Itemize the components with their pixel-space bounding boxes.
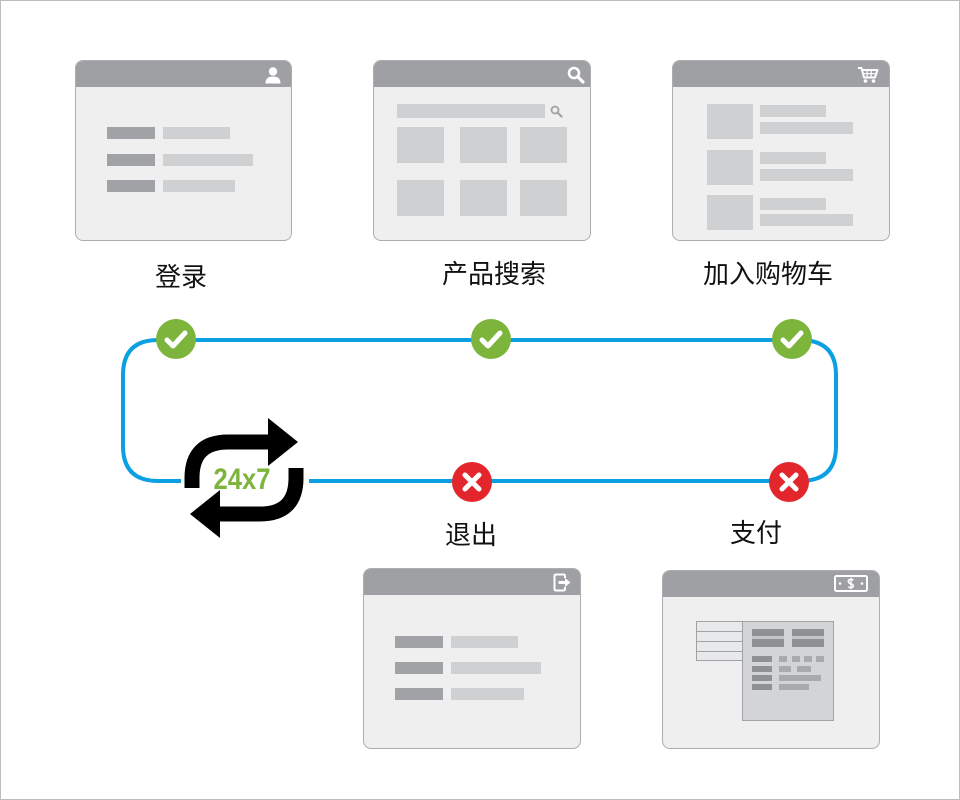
placeholder-card-block — [752, 629, 784, 647]
placeholder-cart-item-detail — [760, 169, 853, 181]
step-label-logout: 退出 — [444, 520, 497, 550]
add-to-cart-window-card — [672, 60, 890, 241]
payment-window-titlebar — [663, 571, 879, 597]
placeholder-form-label — [752, 666, 772, 672]
placeholder-cart-item-detail — [760, 214, 853, 226]
logout-icon — [553, 573, 571, 592]
check-icon — [479, 330, 503, 349]
step-label-payment: 支付 — [729, 518, 782, 548]
placeholder-field-label — [395, 636, 443, 648]
placeholder-product-tile — [397, 127, 444, 163]
step-marker-add-to-cart — [772, 319, 812, 359]
placeholder-cart-item-title — [760, 198, 826, 210]
payment-window-card — [662, 570, 880, 749]
login-window-card — [75, 60, 292, 241]
add-to-cart-window-titlebar — [673, 61, 889, 87]
placeholder-product-tile — [520, 180, 567, 216]
logout-window-card — [363, 568, 581, 749]
check-icon — [164, 330, 188, 349]
placeholder-field-value — [451, 688, 524, 700]
step-label-add-to-cart: 加入购物车 — [702, 259, 833, 289]
placeholder-product-tile — [460, 127, 507, 163]
cross-icon — [779, 472, 799, 492]
placeholder-cart-item-detail — [760, 122, 853, 134]
placeholder-cart-item-thumb — [707, 104, 753, 139]
cycle-arrow-bottom — [216, 468, 304, 522]
step-marker-product-search — [471, 319, 511, 359]
placeholder-form-label — [752, 675, 772, 681]
placeholder-search-bar — [397, 104, 545, 118]
placeholder-card-stripe — [792, 636, 824, 639]
placeholder-product-tile — [520, 127, 567, 163]
placeholder-cart-item-title — [760, 152, 826, 164]
placeholder-field-label — [107, 127, 155, 139]
step-label-product-search: 产品搜索 — [441, 259, 546, 289]
placeholder-form-cell — [779, 656, 787, 662]
cycle-arrowhead-bottom — [190, 490, 220, 538]
cycle-label: 24x7 — [214, 463, 271, 496]
cross-icon — [462, 472, 482, 492]
placeholder-form-value — [779, 675, 821, 681]
search-icon — [567, 66, 585, 84]
placeholder-field-value — [163, 127, 230, 139]
step-marker-login — [156, 319, 196, 359]
placeholder-field-value — [163, 154, 253, 166]
placeholder-receipt-line — [697, 651, 743, 652]
cycle-arrow-top — [184, 434, 272, 488]
placeholder-receipt-line — [697, 631, 743, 632]
step-marker-logout — [452, 462, 492, 502]
loop-line — [121, 338, 838, 483]
placeholder-form-cell — [779, 666, 791, 672]
check-icon — [780, 330, 804, 349]
placeholder-card-block — [792, 629, 824, 647]
placeholder-cart-item-title — [760, 105, 826, 117]
logout-window-titlebar — [364, 569, 580, 595]
placeholder-form-cell — [804, 656, 812, 662]
placeholder-form-cell — [797, 666, 811, 672]
cycle-arrowhead-top — [268, 418, 298, 466]
cart-icon — [858, 67, 879, 83]
placeholder-field-value — [451, 662, 541, 674]
money-icon — [834, 575, 868, 592]
product-search-window-titlebar — [374, 61, 590, 87]
placeholder-product-tile — [397, 180, 444, 216]
placeholder-form-cell — [816, 656, 824, 662]
search-bar-magnifier-icon — [550, 105, 563, 118]
product-search-window-card — [373, 60, 591, 241]
placeholder-receipt-stub — [696, 621, 744, 661]
step-marker-payment — [769, 462, 809, 502]
placeholder-field-label — [107, 154, 155, 166]
placeholder-product-tile — [460, 180, 507, 216]
placeholder-form-label — [752, 684, 772, 690]
placeholder-payment-form — [742, 621, 834, 721]
placeholder-form-label — [752, 656, 772, 662]
placeholder-field-label — [395, 662, 443, 674]
step-label-login: 登录 — [154, 262, 207, 292]
placeholder-receipt-line — [697, 641, 743, 642]
placeholder-form-cell — [792, 656, 800, 662]
placeholder-card-stripe — [752, 636, 784, 639]
placeholder-cart-item-thumb — [707, 150, 753, 185]
placeholder-cart-item-thumb — [707, 195, 753, 230]
placeholder-field-label — [107, 180, 155, 192]
placeholder-field-label — [395, 688, 443, 700]
cycle-arrows-icon: 24x7 — [184, 418, 304, 538]
login-window-titlebar — [76, 61, 291, 87]
placeholder-form-value — [779, 684, 809, 690]
person-icon — [265, 67, 281, 84]
placeholder-field-value — [451, 636, 518, 648]
placeholder-field-value — [163, 180, 235, 192]
